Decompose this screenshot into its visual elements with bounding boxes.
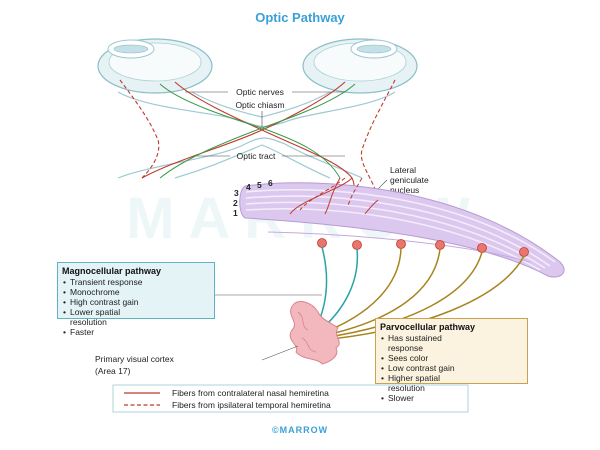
diagram-title: Optic Pathway [255, 10, 345, 25]
parvocellular-list: Has sustained response Sees color Low co… [380, 333, 523, 403]
list-item: Has sustained response [380, 333, 458, 353]
layer-number-2: 2 [233, 198, 238, 208]
list-item: Higher spatial resolution [380, 373, 460, 393]
layer-number-4: 4 [246, 182, 251, 192]
parvocellular-heading: Parvocellular pathway [380, 322, 476, 332]
list-item: Low contrast gain [380, 363, 523, 373]
fibers-temporal-dashed [119, 79, 396, 201]
list-item: Slower [380, 393, 523, 403]
list-item: Monochrome [62, 287, 210, 297]
left-eye [97, 38, 213, 94]
cortex-label-line2: (Area 17) [95, 366, 131, 376]
list-item: Sees color [380, 353, 523, 363]
cortex-leader [261, 345, 299, 361]
layer-number-5: 5 [257, 180, 262, 190]
layer-number-1: 1 [233, 208, 238, 218]
legend-solid-label: Fibers from contralateral nasal hemireti… [172, 388, 329, 398]
magnocellular-list: Transient response Monochrome High contr… [62, 277, 210, 337]
magnocellular-heading: Magnocellular pathway [62, 266, 162, 276]
list-item: High contrast gain [62, 297, 210, 307]
right-eye [302, 38, 418, 94]
footer-brand: ©MARROW [271, 425, 329, 435]
visual-cortex [289, 301, 340, 365]
layer-numbers: 1 2 3 4 5 6 [233, 178, 273, 218]
lgn-label-line1: Lateral [390, 165, 416, 175]
layer-number-3: 3 [234, 188, 239, 198]
parvocellular-info-box: Parvocellular pathway Has sustained resp… [375, 318, 528, 403]
layer-number-6: 6 [268, 178, 273, 188]
lgn-label-line3: nucleus [390, 185, 419, 195]
fibers-green [159, 83, 356, 179]
optic-nerves-label: Optic nerves [236, 87, 284, 97]
cortex-label-line1: Primary visual cortex [95, 354, 175, 364]
magnocellular-info-box: Magnocellular pathway Transient response… [57, 262, 215, 337]
list-item: Faster [62, 327, 210, 337]
lgn-cells [317, 238, 529, 257]
list-item: Transient response [62, 277, 210, 287]
optic-chiasm-label: Optic chiasm [235, 100, 284, 110]
legend-dashed-label: Fibers from ipsilateral temporal hemiret… [172, 400, 331, 410]
lateral-geniculate-nucleus [239, 182, 565, 278]
optic-tract-label: Optic tract [237, 151, 276, 161]
lgn-label-line2: geniculate [390, 175, 429, 185]
list-item: Lower spatial resolution [62, 307, 140, 327]
lgn-input-fibers [289, 177, 379, 215]
